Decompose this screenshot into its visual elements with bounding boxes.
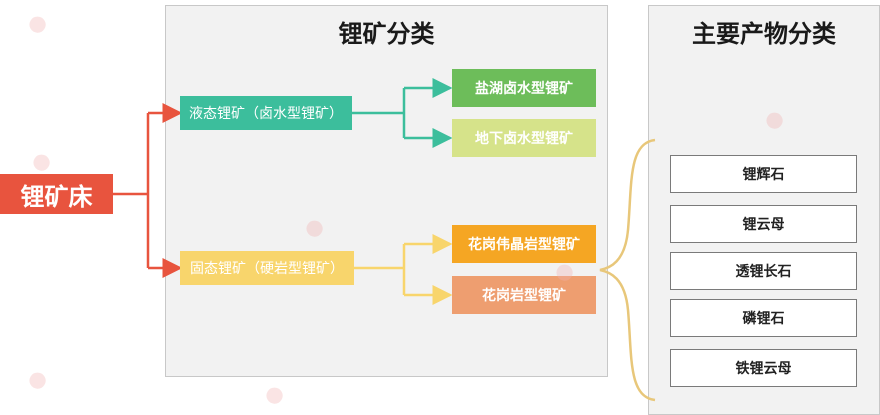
products-title: 主要产物分类 (692, 20, 836, 48)
product-item: 锂云母 (670, 205, 857, 243)
solid-category: 固态锂矿（硬岩型锂矿） (180, 251, 354, 285)
product-item: 透锂长石 (670, 252, 857, 290)
liquid-sub-underground: 地下卤水型锂矿 (452, 119, 596, 157)
solid-connector (354, 234, 453, 305)
product-item: 铁锂云母 (670, 349, 857, 387)
root-connector (113, 103, 183, 278)
bracket (599, 138, 656, 402)
liquid-category: 液态锂矿（卤水型锂矿） (180, 96, 352, 130)
root-node: 锂矿床 (0, 174, 113, 214)
solid-sub-pegmatite: 花岗伟晶岩型锂矿 (452, 225, 596, 263)
product-item: 磷锂石 (670, 299, 857, 337)
liquid-sub-salt-lake: 盐湖卤水型锂矿 (452, 69, 596, 107)
product-item: 锂辉石 (670, 155, 857, 193)
classification-title: 锂矿分类 (338, 20, 435, 48)
solid-sub-granite: 花岗岩型锂矿 (452, 276, 596, 314)
liquid-connector (352, 78, 453, 148)
classification-panel: 锂矿分类 (165, 5, 608, 377)
